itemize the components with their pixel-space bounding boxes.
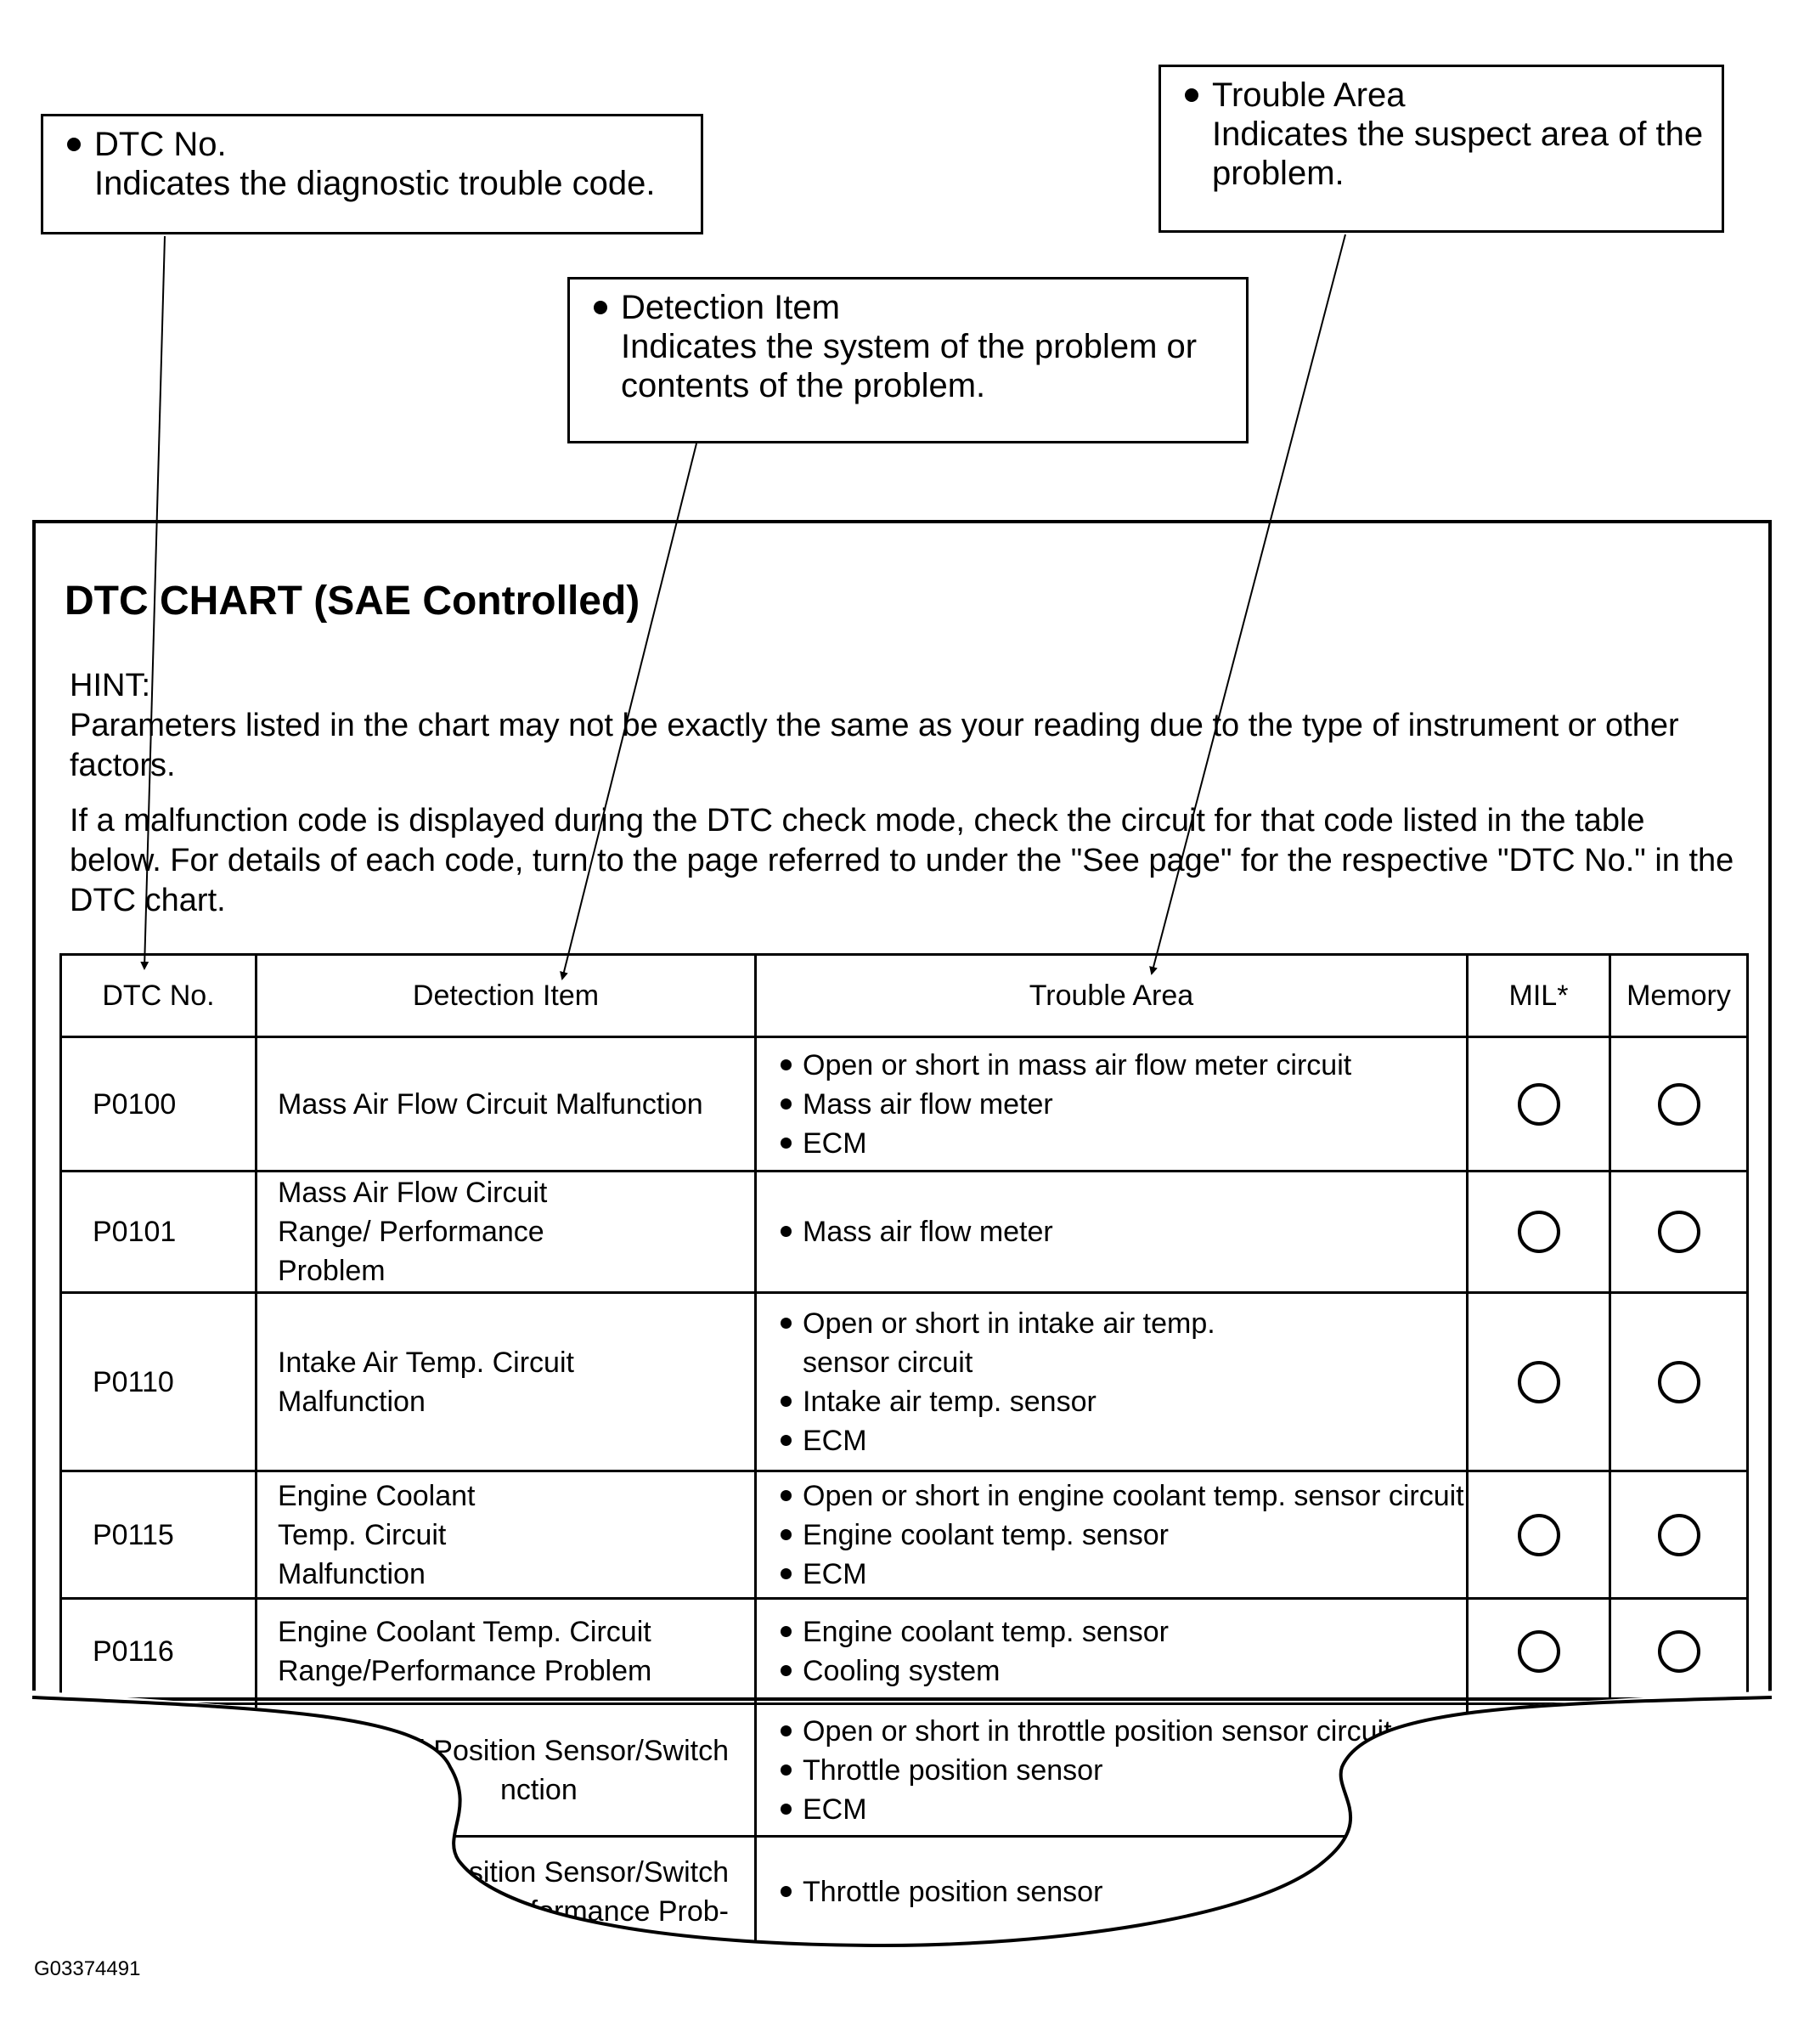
callout-dtc-no-desc: Indicates the diagnostic trouble code. [94, 165, 656, 202]
arrow-trouble-area [1149, 234, 1346, 975]
dtc-code: P0116 [59, 1597, 257, 1705]
trouble-area-item: Engine coolant temp. sensor [777, 1516, 1465, 1555]
bullet-icon [1185, 88, 1198, 102]
hint-block: HINT: Parameters listed in the chart may… [70, 666, 1743, 936]
trouble-area-item: ECM [777, 1555, 1465, 1594]
detection-item: Mass Air Flow Circuit Malfunction [255, 1036, 757, 1172]
dtc-code: P0115 [59, 1470, 257, 1600]
table-header-row: DTC No. Detection Item Trouble Area MIL*… [59, 953, 1749, 1038]
trouble-area-item: Throttle position sensor [777, 1751, 1465, 1790]
arrow-detection-item [560, 443, 697, 980]
dtc-code: P0100 [59, 1036, 257, 1172]
trouble-area-item: Cooling system [777, 1652, 1465, 1691]
detection-item: Mass Air Flow Circuit Range/ Performance… [255, 1170, 757, 1294]
memory-cell [1609, 1036, 1749, 1172]
circle-icon [1657, 1211, 1700, 1253]
callout-trouble-area-desc: Indicates the suspect area of the proble… [1212, 116, 1704, 192]
header-dtc-no: DTC No. [59, 953, 257, 1038]
table-row: P0100 Mass Air Flow Circuit Malfunction … [59, 1036, 1749, 1172]
trouble-area: Engine coolant temp. sensor Cooling syst… [754, 1597, 1469, 1705]
arrow-dtc-no [140, 235, 166, 970]
mil-cell [1466, 1170, 1611, 1294]
trouble-area-item: Engine coolant temp. sensor [777, 1612, 1465, 1652]
callout-dtc-no: DTC No. Indicates the diagnostic trouble… [41, 114, 703, 234]
hint-text-1: Parameters listed in the chart may not b… [70, 708, 1679, 783]
trouble-area: Mass air flow meter [754, 1170, 1469, 1294]
header-trouble-area: Trouble Area [754, 953, 1469, 1038]
table-row: P0110 Intake Air Temp. Circuit Malfuncti… [59, 1291, 1749, 1472]
trouble-area-item: ECM [777, 1421, 1304, 1460]
callout-detection-item: Detection Item Indicates the system of t… [567, 277, 1249, 443]
detection-item: Engine Coolant Temp. Circuit Malfunction [255, 1470, 757, 1600]
bullet-icon [67, 138, 81, 151]
detection-item: Intake Air Temp. Circuit Malfunction [255, 1291, 757, 1472]
trouble-area-item: Mass air flow meter [777, 1212, 1465, 1251]
circle-icon [1657, 1082, 1700, 1126]
chart-title: DTC CHART (SAE Controlled) [65, 579, 640, 624]
trouble-area: Open or short in intake air temp. sensor… [754, 1291, 1469, 1472]
table-row: P0116 Engine Coolant Temp. Circuit Range… [59, 1597, 1749, 1705]
memory-cell [1609, 1597, 1749, 1705]
trouble-area-item: ECM [777, 1124, 1465, 1163]
callout-dtc-no-title: DTC No. [94, 126, 227, 163]
mil-cell [1466, 1470, 1611, 1600]
detection-item: Engine Coolant Temp. Circuit Range/Perfo… [255, 1597, 757, 1705]
trouble-area-item: Open or short in throttle position senso… [777, 1712, 1465, 1751]
detection-item-fragment: nction [500, 1773, 578, 1806]
torn-edge [31, 1696, 1773, 1948]
circle-icon [1657, 1629, 1700, 1673]
circle-icon [1517, 1082, 1560, 1126]
circle-icon [1657, 1360, 1700, 1403]
trouble-area-item: Open or short in mass air flow meter cir… [777, 1046, 1465, 1085]
memory-cell [1609, 1291, 1749, 1472]
dtc-code: P0110 [59, 1291, 257, 1472]
header-detection-item: Detection Item [255, 953, 757, 1038]
callout-trouble-area: Trouble Area Indicates the suspect area … [1159, 65, 1724, 233]
trouble-area-item: Open or short in engine coolant temp. se… [777, 1477, 1465, 1516]
header-mil: MIL* [1466, 953, 1611, 1038]
bullet-icon [594, 301, 607, 314]
circle-icon [1517, 1513, 1560, 1556]
memory-cell [1609, 1470, 1749, 1600]
callout-detection-item-desc: Indicates the system of the problem or c… [621, 328, 1198, 404]
circle-icon [1517, 1629, 1560, 1673]
table-row: P0115 Engine Coolant Temp. Circuit Malfu… [59, 1470, 1749, 1600]
trouble-area: Open or short in engine coolant temp. se… [754, 1470, 1469, 1600]
dtc-code: P0101 [59, 1170, 257, 1294]
callout-trouble-area-title: Trouble Area [1212, 76, 1406, 114]
circle-icon [1517, 1211, 1560, 1253]
torn-page-mask [0, 1691, 1804, 2044]
mil-cell [1466, 1036, 1611, 1172]
trouble-area: Open or short in throttle position senso… [754, 1702, 1469, 1838]
dtc-table: DTC No. Detection Item Trouble Area MIL*… [59, 953, 1749, 1948]
mil-cell [1466, 1291, 1611, 1472]
header-memory: Memory [1609, 953, 1749, 1038]
mil-cell [1466, 1597, 1611, 1705]
trouble-area-item: Intake air temp. sensor [777, 1382, 1304, 1421]
trouble-area: Open or short in mass air flow meter cir… [754, 1036, 1469, 1172]
hint-label: HINT: [70, 668, 150, 703]
trouble-area-item: Open or short in intake air temp. sensor… [777, 1304, 1304, 1382]
trouble-area-item: ECM [777, 1790, 1465, 1829]
hint-text-2: If a malfunction code is displayed durin… [70, 803, 1734, 918]
trouble-area-item: Mass air flow meter [777, 1085, 1465, 1124]
table-row: P0101 Mass Air Flow Circuit Range/ Perfo… [59, 1170, 1749, 1294]
figure-id: G03374491 [34, 1957, 141, 1980]
circle-icon [1517, 1360, 1560, 1403]
memory-cell [1609, 1170, 1749, 1294]
detection-item-fragment: sition Sensor/Switch [468, 1855, 729, 1889]
trouble-area-item: Throttle position sensor [777, 1872, 1465, 1911]
callout-detection-item-title: Detection Item [621, 289, 840, 326]
circle-icon [1657, 1513, 1700, 1556]
